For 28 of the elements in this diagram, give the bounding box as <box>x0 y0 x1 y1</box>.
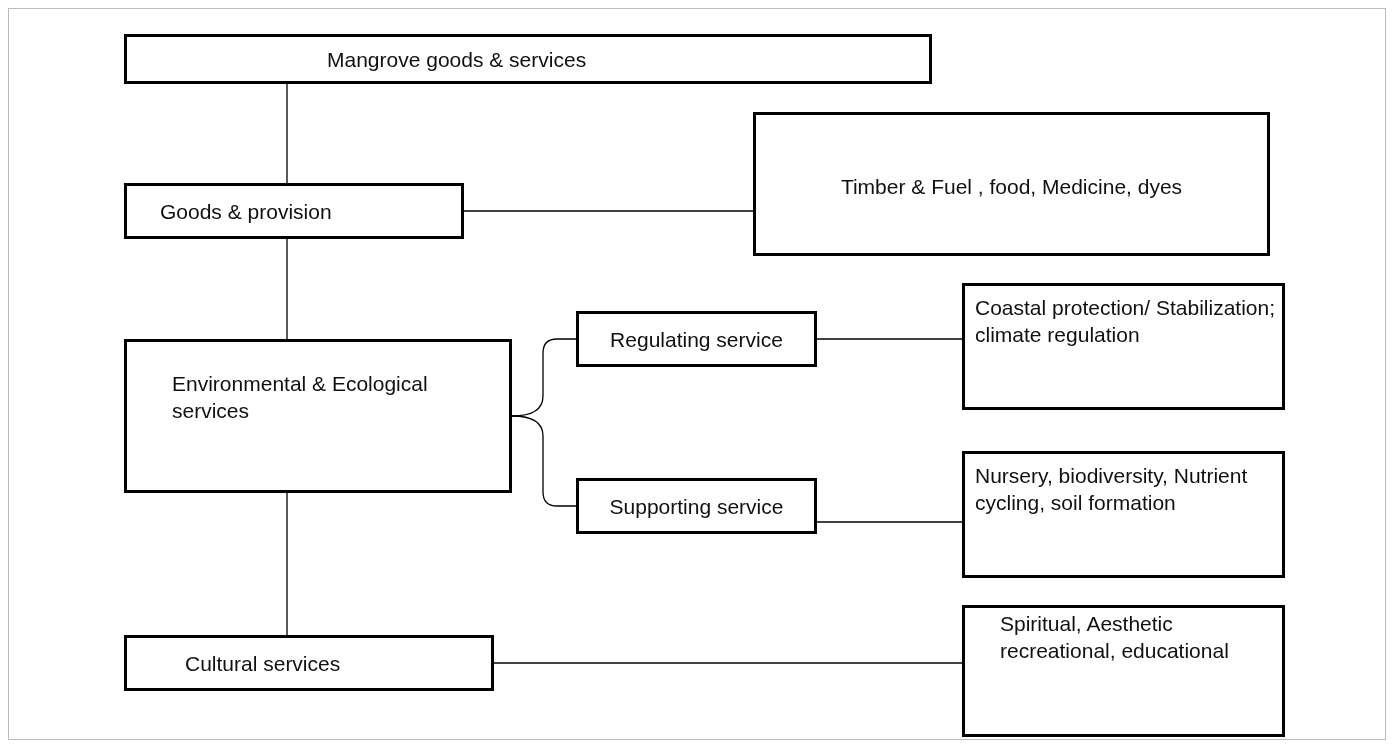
box-label: Goods & provision <box>160 199 333 225</box>
text-box <box>962 283 1285 410</box>
box-label: Regulating service <box>609 327 784 353</box>
connector-line <box>816 338 963 340</box>
connector-line <box>286 492 288 636</box>
box-label: Timber & Fuel , food, Medicine, dyes <box>839 174 1184 200</box>
connector-line <box>493 662 963 664</box>
box-label: Mangrove goods & services <box>327 47 588 73</box>
box-label: Cultural services <box>185 651 342 677</box>
box-label: Nursery, biodiversity, Nutrient cycling, soil formation <box>975 463 1249 517</box>
connector-line <box>511 415 577 507</box>
connector-line <box>816 521 963 523</box>
text-box <box>124 183 464 239</box>
text-box <box>576 311 817 367</box>
text-box <box>753 112 1270 256</box>
box-label: Supporting service <box>608 494 785 520</box>
text-box <box>576 478 817 534</box>
text-box <box>124 635 494 691</box>
connector-line <box>286 238 288 340</box>
text-box <box>962 605 1285 737</box>
box-label: Coastal protection/ Stabilization; climate regulation <box>975 295 1275 349</box>
text-box <box>124 34 932 84</box>
box-label: Spiritual, Aesthetic recreational, educational <box>1000 611 1230 665</box>
box-label: Environmental & Ecological services <box>172 371 429 425</box>
connector-line <box>286 83 288 184</box>
text-box <box>124 339 512 493</box>
text-box <box>962 451 1285 578</box>
connector-line <box>463 210 754 212</box>
